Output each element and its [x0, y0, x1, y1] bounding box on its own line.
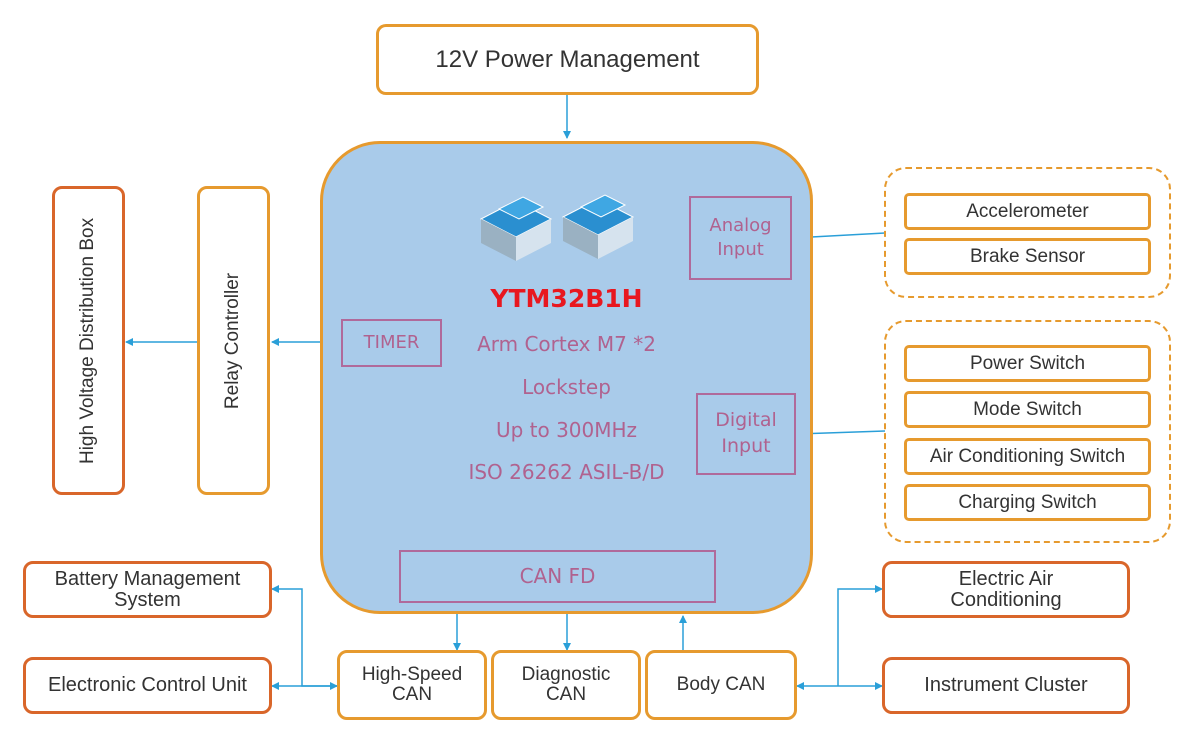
charging-switch-label: Charging Switch	[958, 491, 1097, 513]
mcu-spec-core: Arm Cortex M7 *2	[477, 332, 656, 356]
power-switch-box: Power Switch	[904, 345, 1151, 382]
hv-distribution-box: High Voltage Distribution Box	[52, 186, 125, 495]
power-management-box: 12V Power Management	[376, 24, 759, 95]
eac-link	[837, 585, 883, 686]
analog-input-label: Analog Input	[709, 214, 772, 260]
battery-management-box: Battery Management System	[23, 561, 272, 618]
mcu-spec-frequency: Up to 300MHz	[495, 418, 638, 442]
instrument-cluster-box: Instrument Cluster	[882, 657, 1130, 714]
timer-label: TIMER	[363, 331, 420, 353]
diagnostic-can-label: Diagnostic CAN	[521, 664, 611, 705]
accelerometer-box: Accelerometer	[904, 193, 1151, 230]
electric-air-conditioning-box: Electric Air Conditioning	[882, 561, 1130, 618]
digital-switch-group	[884, 320, 1171, 543]
can-fd-label: CAN FD	[519, 564, 596, 588]
mode-switch-label: Mode Switch	[973, 398, 1082, 420]
analog-input-block: Analog Input	[689, 196, 792, 280]
electric-air-conditioning-label: Electric Air Conditioning	[950, 567, 1062, 611]
body-can-label: Body CAN	[676, 674, 766, 696]
power-management-label: 12V Power Management	[435, 45, 700, 73]
electronic-control-unit-box: Electronic Control Unit	[23, 657, 272, 714]
air-conditioning-switch-label: Air Conditioning Switch	[929, 445, 1126, 467]
timer-block: TIMER	[341, 319, 442, 367]
body-can-box: Body CAN	[645, 650, 797, 720]
digital-input-block: Digital Input	[696, 393, 796, 475]
high-speed-can-label: High-Speed CAN	[361, 664, 463, 705]
mcu-block: YTM32B1H Arm Cortex M7 *2 Lockstep Up to…	[320, 141, 813, 614]
power-switch-label: Power Switch	[969, 352, 1086, 374]
bms-link	[271, 585, 337, 687]
brake-sensor-box: Brake Sensor	[904, 238, 1151, 275]
mcu-spec-safety: ISO 26262 ASIL-B/D	[468, 460, 665, 484]
air-conditioning-switch-box: Air Conditioning Switch	[904, 438, 1151, 475]
mcu-spec-lockstep: Lockstep	[522, 375, 611, 399]
mcu-name: YTM32B1H	[490, 284, 643, 313]
mode-switch-box: Mode Switch	[904, 391, 1151, 428]
brake-sensor-label: Brake Sensor	[969, 245, 1086, 267]
instrument-cluster-label: Instrument Cluster	[924, 674, 1088, 696]
hv-distribution-label: High Voltage Distribution Box	[77, 217, 99, 464]
analog-sensor-group	[884, 167, 1171, 298]
charging-switch-box: Charging Switch	[904, 484, 1151, 521]
accelerometer-label: Accelerometer	[966, 200, 1089, 222]
diagnostic-can-box: Diagnostic CAN	[491, 650, 641, 720]
high-speed-can-box: High-Speed CAN	[337, 650, 487, 720]
battery-management-label: Battery Management System	[54, 567, 241, 611]
relay-controller-label: Relay Controller	[222, 272, 244, 409]
electronic-control-unit-label: Electronic Control Unit	[48, 674, 247, 696]
digital-input-label: Digital Input	[715, 409, 777, 457]
relay-controller-box: Relay Controller	[197, 186, 270, 495]
chip-logo-icon	[479, 194, 635, 261]
can-fd-block: CAN FD	[399, 550, 716, 603]
